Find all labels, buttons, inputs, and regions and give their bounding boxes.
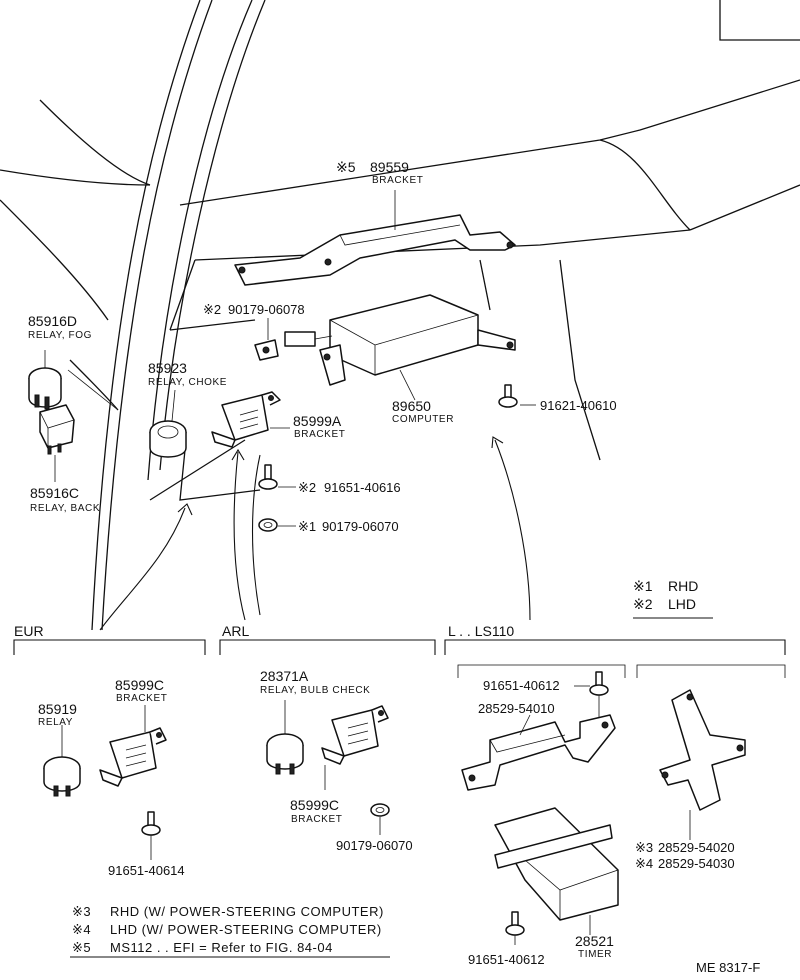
relay-fog-number: 85916D: [28, 313, 77, 329]
computer-89650: [284, 294, 516, 401]
bolt-91651-40616: [258, 464, 296, 490]
arl-nut-number: 90179-06070: [336, 838, 413, 853]
eur-bolt-91651-40614: [141, 811, 161, 860]
eur-bracket-name: BRACKET: [116, 693, 167, 704]
computer-number: 89650: [392, 398, 431, 414]
ls-bolt-top-number: 91651-40612: [483, 678, 560, 693]
legend-1-mark: ※1: [633, 578, 653, 594]
clip-90179-06078-mark: ※2: [203, 302, 221, 317]
arl-relay-name: RELAY, BULB CHECK: [260, 685, 370, 696]
bolt-91621-40610: [498, 384, 536, 408]
ls-bracket-rhd-number: 28529-54020: [658, 840, 735, 855]
ls-bracket-number: 28529-54010: [478, 701, 555, 716]
note-3-mark: ※3: [72, 904, 91, 919]
ls-bracket-lhd-mark: ※4: [635, 856, 653, 871]
note-3-text: RHD (W/ POWER-STEERING COMPUTER): [110, 904, 384, 919]
bracket-85999A: [211, 391, 290, 448]
bracket-89559-mark: ※5: [336, 159, 356, 175]
section-eur: EUR: [14, 623, 44, 639]
relay-back-number: 85916C: [30, 485, 79, 501]
relay-choke-85923: [149, 389, 187, 458]
eur-relay-number: 85919: [38, 701, 77, 717]
ls-bracket-rhd-mark: ※3: [635, 840, 653, 855]
legend-2-mark: ※2: [633, 596, 653, 612]
section-dividers: [13, 617, 786, 678]
eur-relay-85919: [43, 725, 81, 797]
ls-bolt-bottom-number: 91651-40612: [468, 952, 545, 967]
relay-back-85916C: [39, 404, 75, 482]
bracket-89559-number: 89559: [370, 159, 409, 175]
nut-90179-06070-top-mark: ※1: [298, 519, 316, 534]
arl-bracket-number: 85999C: [290, 797, 339, 813]
relay-fog-name: RELAY, FOG: [28, 330, 92, 341]
bolt-91651-40616-mark: ※2: [298, 480, 316, 495]
section-ls: L . . LS110: [448, 623, 514, 639]
relay-choke-number: 85923: [148, 360, 187, 376]
arl-bracket-85999C: [321, 705, 389, 790]
section-arl: ARL: [222, 623, 249, 639]
figure-code: ME 8317-F: [696, 960, 760, 975]
bracket-85999A-number: 85999A: [293, 413, 342, 429]
bracket-89559-name: BRACKET: [372, 175, 423, 186]
eur-bolt-number: 91651-40614: [108, 863, 185, 878]
timer-28521: [494, 807, 619, 935]
arl-relay-number: 28371A: [260, 668, 309, 684]
legend-2-text: LHD: [668, 596, 696, 612]
legend-1-text: RHD: [668, 578, 698, 594]
relay-fog-85916D: [28, 350, 62, 410]
bolt-91621-number: 91621-40610: [540, 398, 617, 413]
note-5-mark: ※5: [72, 940, 91, 955]
ls-bolt-91651-40612-top: [574, 671, 609, 720]
vehicle-body-outline: [0, 0, 800, 631]
part-labels: ※5 89559 BRACKET ※2 90179-06078 85916D R…: [14, 159, 760, 975]
timer-number: 28521: [575, 933, 614, 949]
ls-bolt-91651-40612-bottom: [505, 911, 525, 945]
bracket-89559: [234, 190, 516, 286]
arl-bracket-name: BRACKET: [291, 814, 342, 825]
nut-90179-06070-top-number: 90179-06070: [322, 519, 399, 534]
eur-bracket-number: 85999C: [115, 677, 164, 693]
timer-name: TIMER: [578, 949, 612, 960]
ls-bracket-lhd-number: 28529-54030: [658, 856, 735, 871]
note-5-text: MS112 . . EFI = Refer to FIG. 84-04: [110, 940, 333, 955]
relay-choke-name: RELAY, CHOKE: [148, 377, 227, 388]
nut-90179-06070-top: [258, 518, 296, 532]
relay-back-name: RELAY, BACK: [30, 503, 100, 514]
ls-bracket-28529-54010: [461, 714, 616, 791]
ls-bracket-28529-54020: [659, 689, 746, 840]
arl-nut-90179-06070: [370, 803, 390, 835]
eur-relay-name: RELAY: [38, 717, 73, 728]
arl-relay-28371A: [266, 700, 304, 775]
eur-bracket-85999C: [99, 705, 167, 787]
note-4-mark: ※4: [72, 922, 91, 937]
bolt-91651-40616-number: 91651-40616: [324, 480, 401, 495]
direction-arrows: [99, 436, 531, 631]
note-4-text: LHD (W/ POWER-STEERING COMPUTER): [110, 922, 382, 937]
clip-90179-06078-number: 90179-06078: [228, 302, 305, 317]
clip-90179-06078: [254, 318, 279, 361]
computer-name: COMPUTER: [392, 414, 454, 425]
bracket-85999A-name: BRACKET: [294, 429, 345, 440]
